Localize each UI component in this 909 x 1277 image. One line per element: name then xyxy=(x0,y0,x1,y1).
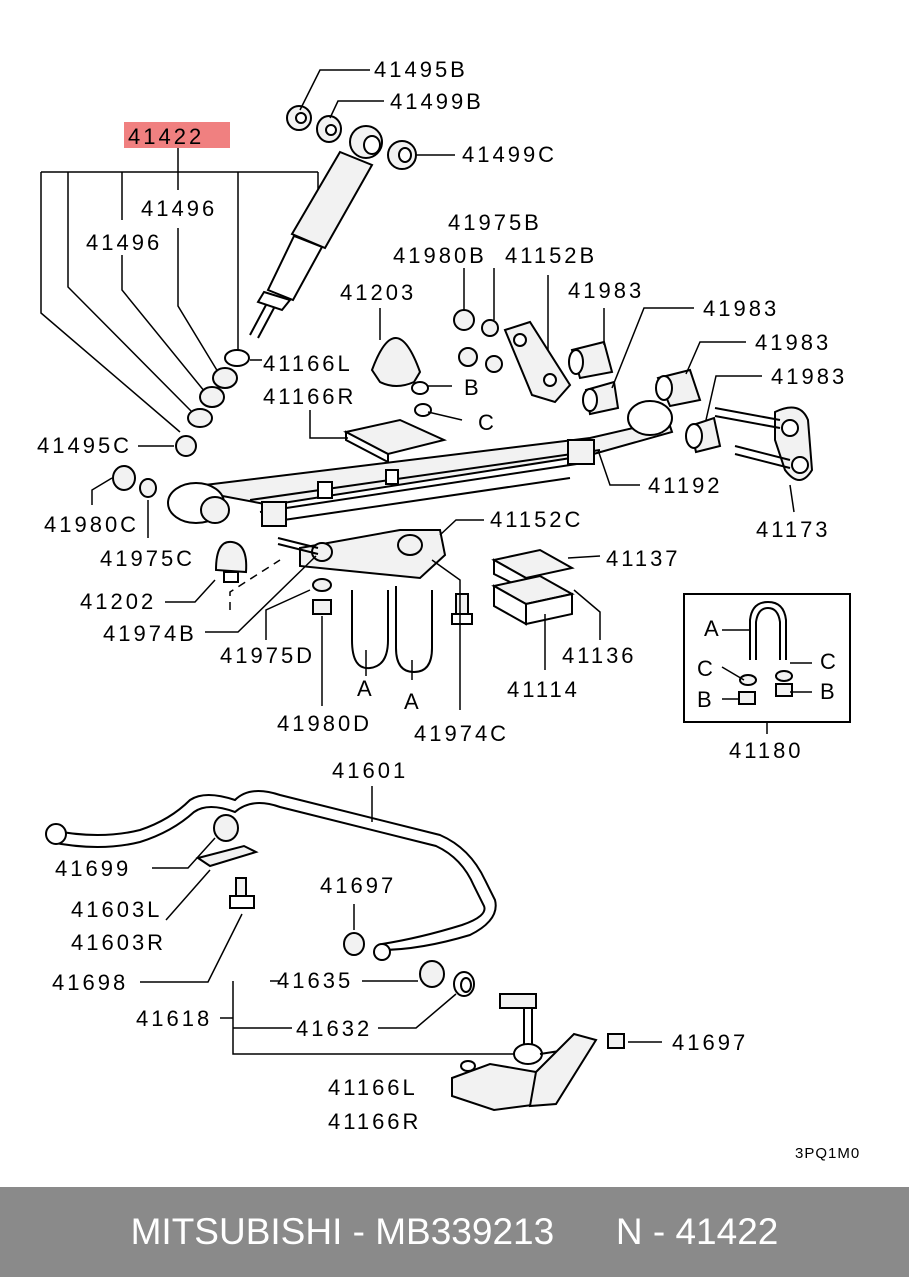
inset-41180[interactable] xyxy=(683,593,851,723)
label-41632[interactable]: 41632 xyxy=(296,1016,372,1041)
label-c-3[interactable]: C xyxy=(820,649,839,674)
label-41975d[interactable]: 41975D xyxy=(220,643,315,668)
label-a-3[interactable]: A xyxy=(704,616,722,641)
label-a-2[interactable]: A xyxy=(404,689,422,714)
label-41137[interactable]: 41137 xyxy=(606,546,681,571)
label-41980d[interactable]: 41980D xyxy=(277,711,372,736)
label-41152c[interactable]: 41152C xyxy=(490,507,583,532)
link-41618[interactable] xyxy=(419,960,567,1065)
label-41980b[interactable]: 41980B xyxy=(393,243,487,268)
bracket-41166-lower[interactable] xyxy=(451,1032,598,1112)
label-41203[interactable]: 41203 xyxy=(340,280,416,305)
label-41980c[interactable]: 41980C xyxy=(44,512,139,537)
rubber-41202[interactable] xyxy=(214,540,248,583)
label-41603r[interactable]: 41603R xyxy=(71,930,166,955)
label-41983-a[interactable]: 41983 xyxy=(568,278,644,303)
bushings-41983[interactable] xyxy=(568,340,722,454)
label-41975c[interactable]: 41975C xyxy=(100,546,195,571)
label-41152b[interactable]: 41152B xyxy=(505,243,597,268)
label-41974c[interactable]: 41974C xyxy=(414,721,509,746)
label-b-1[interactable]: B xyxy=(464,375,482,400)
diagram-code: 3PQ1M0 xyxy=(795,1145,860,1162)
label-41601[interactable]: 41601 xyxy=(332,758,408,783)
label-41635[interactable]: 41635 xyxy=(277,968,353,993)
u-bolts-a[interactable] xyxy=(351,586,433,674)
label-c-2[interactable]: C xyxy=(697,656,716,681)
bushing-41499c[interactable] xyxy=(387,140,417,170)
label-41697-lower[interactable]: 41697 xyxy=(672,1030,748,1055)
bolt-41698[interactable] xyxy=(229,877,255,909)
label-41166r-lower[interactable]: 41166R xyxy=(328,1109,421,1134)
label-41166r[interactable]: 41166R xyxy=(263,384,356,409)
shackle-41152b[interactable] xyxy=(453,309,572,404)
label-b-3[interactable]: B xyxy=(820,679,838,704)
label-41698[interactable]: 41698 xyxy=(52,970,128,995)
label-b-2[interactable]: B xyxy=(697,687,715,712)
shock-absorber[interactable] xyxy=(249,125,383,339)
label-41603l[interactable]: 41603L xyxy=(71,897,162,922)
label-41166l[interactable]: 41166L xyxy=(263,351,353,376)
spring-seat-41166[interactable] xyxy=(343,381,448,464)
nuts-41975d-41980d[interactable] xyxy=(312,578,332,615)
footer-bar: MITSUBISHI - MB339213 N - 41422 xyxy=(0,1187,909,1277)
highlight-box xyxy=(124,122,230,148)
leader-lines xyxy=(91,69,812,1055)
label-41114[interactable]: 41114 xyxy=(507,677,580,702)
spring-plate-41152c[interactable] xyxy=(277,529,447,580)
washer-41975c[interactable] xyxy=(139,478,157,498)
label-41983-c[interactable]: 41983 xyxy=(755,330,831,355)
label-41495b[interactable]: 41495B xyxy=(374,57,468,82)
label-41495c[interactable]: 41495C xyxy=(37,433,132,458)
label-41496-upper[interactable]: 41496 xyxy=(141,196,217,221)
nut-41697[interactable] xyxy=(607,1033,625,1049)
bushing-41495b[interactable] xyxy=(286,105,312,131)
bump-stopper-41203[interactable] xyxy=(370,337,422,387)
label-41697-upper[interactable]: 41697 xyxy=(320,873,396,898)
footer-text: MITSUBISHI - MB339213 N - 41422 xyxy=(130,1211,779,1252)
label-41173[interactable]: 41173 xyxy=(756,517,831,542)
label-41983-d[interactable]: 41983 xyxy=(771,364,847,389)
label-41975b[interactable]: 41975B xyxy=(448,210,542,235)
shackle-41173[interactable] xyxy=(714,406,814,481)
label-41499c[interactable]: 41499C xyxy=(462,142,557,167)
label-41983-b[interactable]: 41983 xyxy=(703,296,779,321)
label-41974b[interactable]: 41974B xyxy=(103,621,197,646)
label-41180[interactable]: 41180 xyxy=(729,738,804,763)
washer-stack[interactable] xyxy=(175,349,250,457)
label-41699[interactable]: 41699 xyxy=(55,856,131,881)
label-41136[interactable]: 41136 xyxy=(562,643,637,668)
block-41114[interactable] xyxy=(491,574,575,626)
bushing-41980c[interactable] xyxy=(112,465,136,491)
labels: 41495B 41499B 41499C 41496 41496 41975B … xyxy=(37,57,860,1162)
label-a-1[interactable]: A xyxy=(357,676,375,701)
leaf-spring[interactable] xyxy=(167,400,674,527)
bushing-41499b[interactable] xyxy=(316,115,342,143)
label-41192[interactable]: 41192 xyxy=(648,473,723,498)
parts-diagram: 41422 xyxy=(37,57,860,1162)
label-41496-lower[interactable]: 41496 xyxy=(86,230,162,255)
bolt-41974c[interactable] xyxy=(451,593,473,625)
label-c-1[interactable]: C xyxy=(478,410,497,435)
label-41202[interactable]: 41202 xyxy=(80,589,156,614)
label-41499b[interactable]: 41499B xyxy=(390,89,484,114)
label-41422[interactable]: 41422 xyxy=(128,124,204,149)
stabilizer-bar[interactable] xyxy=(45,790,497,961)
label-41166l-lower[interactable]: 41166L xyxy=(328,1075,418,1100)
label-41618[interactable]: 41618 xyxy=(136,1006,212,1031)
